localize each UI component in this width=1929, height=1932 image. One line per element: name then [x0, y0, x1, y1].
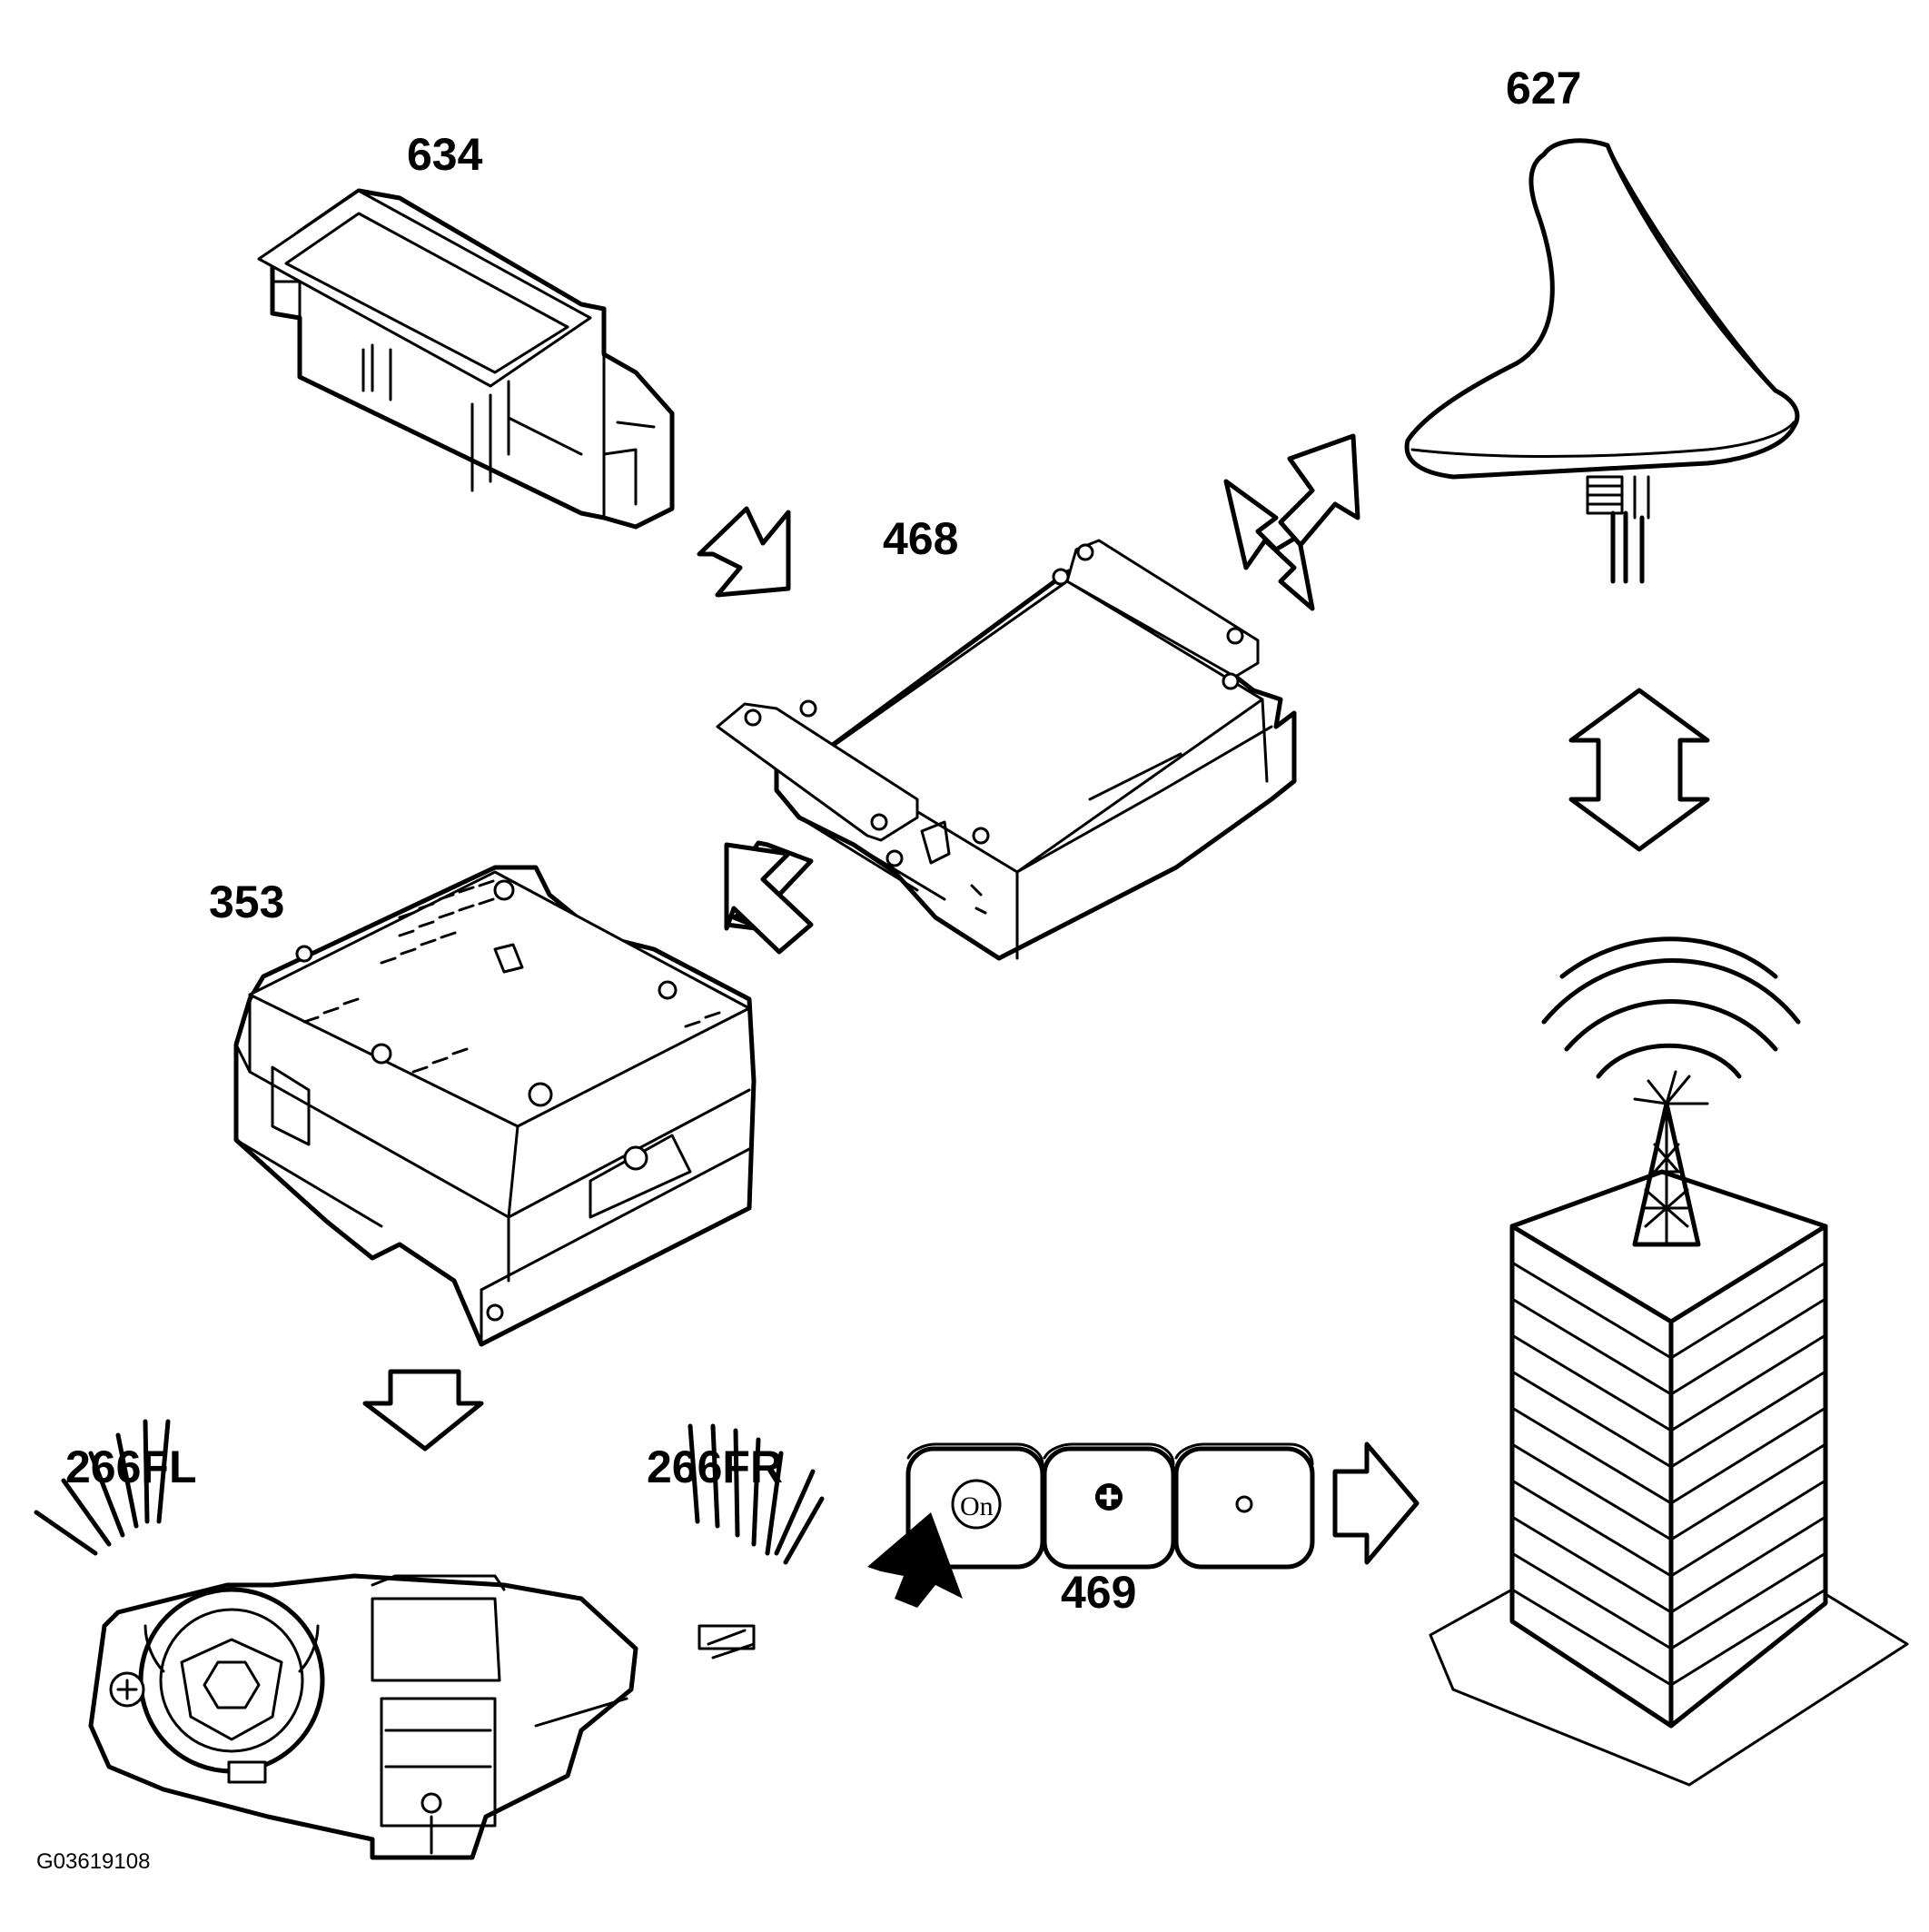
- speaker-front-right-sound-icon: [688, 1423, 825, 1565]
- call-center-building-icon: [1429, 1070, 1909, 1787]
- pointer-hand-icon: [867, 1512, 963, 1608]
- arrow-antenna-building-bidirectional: [1568, 688, 1710, 852]
- microphone-module-icon: [257, 188, 675, 530]
- radio-waves-icon: [1541, 936, 1801, 1079]
- label-266fl: 266FL: [65, 1442, 197, 1492]
- label-469: 469: [1061, 1567, 1137, 1618]
- antenna-icon: [1404, 138, 1800, 584]
- svg-text:On: On: [960, 1491, 994, 1521]
- speaker-front-left-sound-icon: [34, 1419, 171, 1556]
- label-627: 627: [1506, 63, 1582, 114]
- arrow-634-to-468: [697, 506, 791, 598]
- telematics-module-icon: [716, 539, 1297, 961]
- radio-unit-icon: [233, 865, 757, 1347]
- label-634: 634: [407, 129, 483, 180]
- label-468: 468: [883, 513, 959, 564]
- figure-code: G03619108: [36, 1849, 151, 1874]
- emergency-button-icon: [1095, 1483, 1123, 1511]
- arrow-468-to-353: [724, 840, 814, 955]
- label-353: 353: [209, 877, 285, 927]
- arrow-468-antenna-bidirectional: [1223, 433, 1360, 611]
- arrow-353-to-dashboard: [362, 1369, 484, 1451]
- arrow-469-to-building: [1332, 1442, 1420, 1565]
- dashboard-icon: [88, 1573, 756, 1860]
- call-button-icon: [1235, 1495, 1253, 1513]
- onstar-button-icon: On: [951, 1479, 1002, 1530]
- label-266fr: 266FR: [647, 1442, 784, 1492]
